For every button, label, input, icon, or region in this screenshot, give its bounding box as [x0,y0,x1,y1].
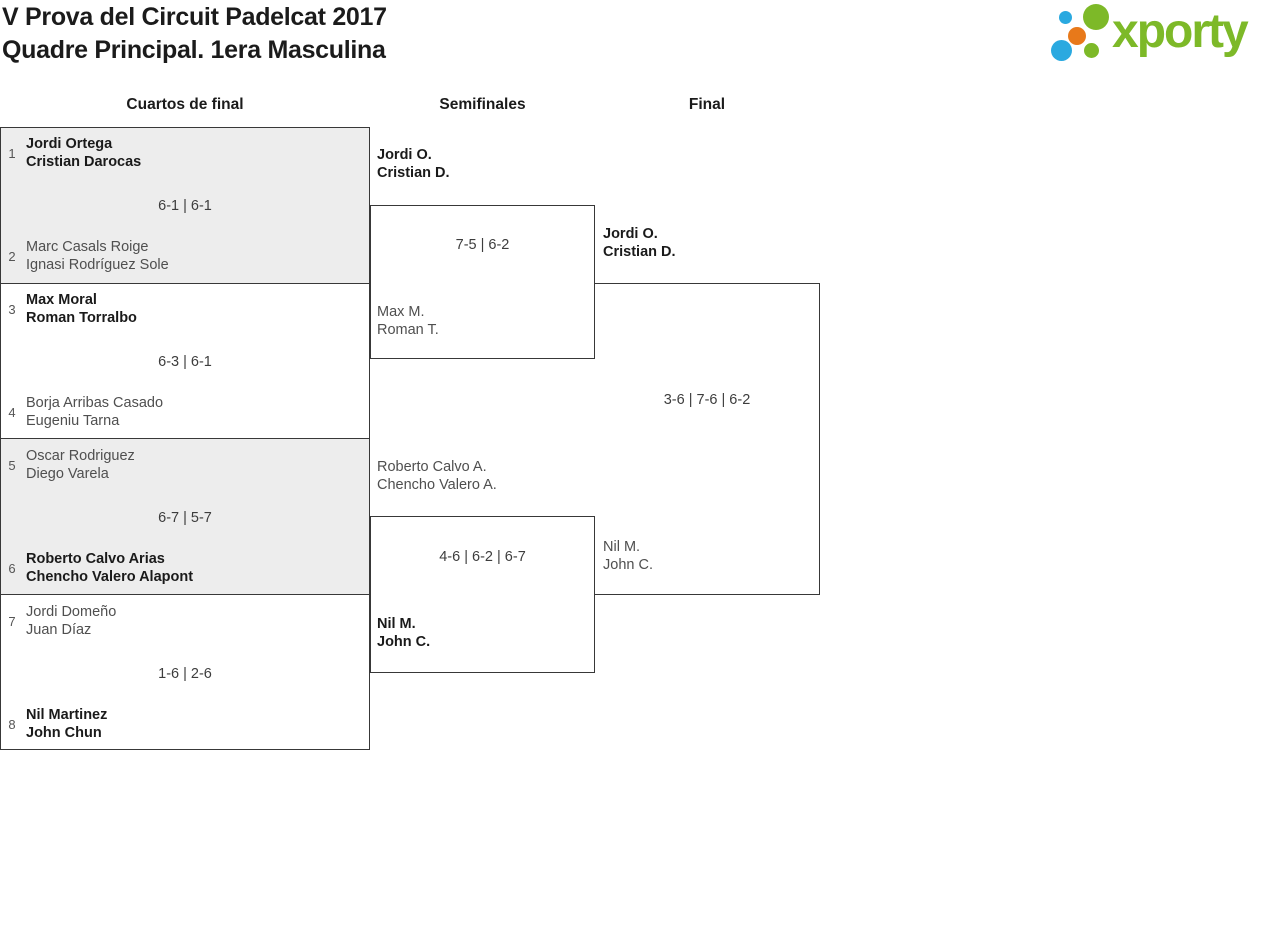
qf-separator-2 [0,438,370,439]
qf4-team-bottom: Nil Martinez John Chun [26,707,107,742]
qf3-team-bottom: Roberto Calvo Arias Chencho Valero Alapo… [26,551,193,586]
final-match-box [594,283,820,595]
qf-separator-3 [0,594,370,595]
player-name: Nil M. [377,616,416,632]
player-name: John C. [603,556,653,573]
logo-dot-green-small [1084,43,1099,58]
player-name: John C. [377,633,431,650]
logo-dot-orange [1068,27,1086,45]
qf4-seed-bottom: 8 [8,717,16,732]
final-team-bottom: Nil M. John C. [603,539,653,574]
player-name: Max Moral [26,292,97,308]
qf-match1-background [1,128,369,283]
qf4-seed-top: 7 [8,614,16,629]
logo-dot-blue-small [1059,11,1072,24]
player-name: Oscar Rodriguez [26,448,135,464]
sf1-score: 7-5 | 6-2 [455,237,510,253]
logo-wordmark: xporty [1112,5,1249,58]
player-name: Jordi Ortega [26,136,113,152]
player-name: Cristian Darocas [26,153,142,170]
player-name: Jordi O. [603,226,658,242]
player-name: Roman Torralbo [26,309,137,326]
qf4-team-top: Jordi Domeño Juan Díaz [26,604,116,639]
qf2-team-bottom: Borja Arribas Casado Eugeniu Tarna [26,395,163,430]
qf3-seed-top: 5 [8,458,16,473]
page-title-line1: V Prova del Circuit Padelcat 2017 [2,3,387,31]
player-name: Roberto Calvo Arias [26,551,165,567]
player-name: Marc Casals Roige [26,239,149,255]
player-name: John Chun [26,724,102,741]
qf2-team-top: Max Moral Roman Torralbo [26,292,137,327]
sf2-team-top: Roberto Calvo A. Chencho Valero A. [377,459,497,494]
player-name: Chencho Valero A. [377,476,497,493]
player-name: Cristian D. [377,164,450,181]
round-header-final: Final [688,96,726,113]
player-name: Borja Arribas Casado [26,395,164,411]
qf2-seed-top: 3 [8,302,16,317]
qf4-score: 1-6 | 2-6 [158,666,212,682]
sf2-score: 4-6 | 6-2 | 6-7 [439,549,526,565]
round-header-semifinals: Semifinales [439,96,526,113]
player-name: Chencho Valero Alapont [26,568,194,585]
logo-dot-blue-large [1051,40,1072,61]
qf-match3-background [1,439,369,594]
logo-dot-green-large [1083,4,1109,30]
final-team-top: Jordi O. Cristian D. [603,226,676,261]
sf1-team-top: Jordi O. Cristian D. [377,147,450,182]
round-header-quarterfinals: Cuartos de final [126,96,244,113]
page-title: V Prova del Circuit Padelcat 2017 Quadre… [2,1,387,67]
qf2-score: 6-3 | 6-1 [158,354,212,370]
qf1-team-top: Jordi Ortega Cristian Darocas [26,136,141,171]
player-name: Roman T. [377,321,439,338]
player-name: Diego Varela [26,465,109,482]
qf1-score: 6-1 | 6-1 [158,198,212,214]
player-name: Cristian D. [603,243,676,260]
final-score: 3-6 | 7-6 | 6-2 [663,392,751,408]
player-name: Eugeniu Tarna [26,412,120,429]
sf1-team-bottom: Max M. Roman T. [377,304,439,339]
player-name: Max M. [377,304,425,320]
qf2-seed-bottom: 4 [8,405,16,420]
player-name: Juan Díaz [26,621,92,638]
page-title-line2: Quadre Principal. 1era Masculina [2,36,386,64]
qf1-seed-bottom: 2 [8,249,16,264]
qf3-seed-bottom: 6 [8,561,16,576]
player-name: Ignasi Rodríguez Sole [26,256,169,273]
qf3-team-top: Oscar Rodriguez Diego Varela [26,448,135,483]
qf1-seed-top: 1 [8,146,16,161]
player-name: Nil M. [603,539,641,555]
sf1-match-box [370,205,595,359]
qf-separator-1 [0,283,370,284]
player-name: Nil Martinez [26,707,108,723]
sf2-team-bottom: Nil M. John C. [377,616,430,651]
player-name: Jordi Domeño [26,604,117,620]
player-name: Roberto Calvo A. [377,459,487,475]
qf1-team-bottom: Marc Casals Roige Ignasi Rodríguez Sole [26,239,169,274]
player-name: Jordi O. [377,147,432,163]
qf3-score: 6-7 | 5-7 [158,510,212,526]
